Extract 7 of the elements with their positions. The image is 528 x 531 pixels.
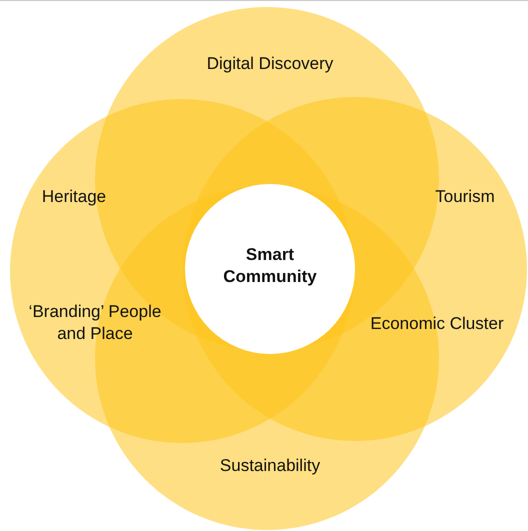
circle-label: Heritage [40, 186, 108, 208]
center-title: Smart Community [222, 244, 318, 288]
circle-label: Tourism [434, 186, 496, 208]
circle-label: Digital Discovery [206, 52, 334, 75]
circle-label: ‘Branding’ People and Place [28, 300, 162, 345]
circle-label: Sustainability [218, 454, 322, 477]
circle-label: Economic Cluster [369, 312, 505, 335]
